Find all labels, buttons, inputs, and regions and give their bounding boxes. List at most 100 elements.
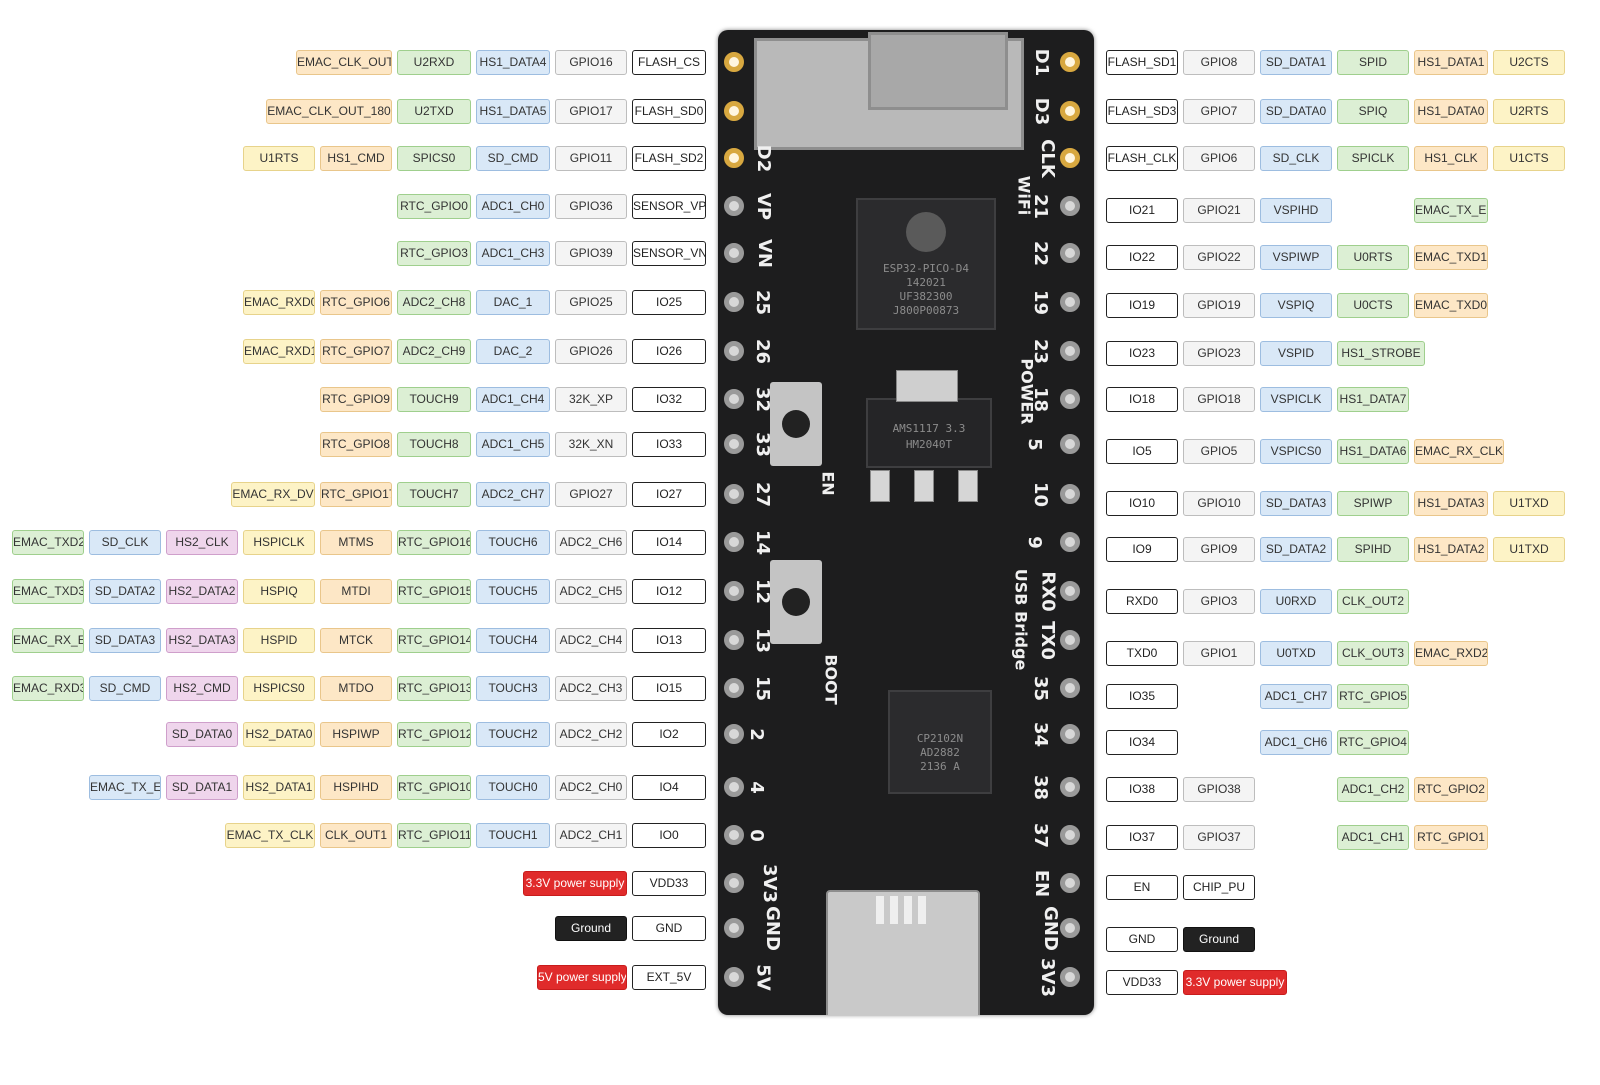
pin-function-label: TOUCH3 bbox=[476, 676, 550, 701]
silk-pin-label: 37 bbox=[1030, 822, 1052, 849]
pin-function-label: ADC2_CH9 bbox=[397, 339, 471, 364]
silk-pin-label: 9 bbox=[1023, 536, 1045, 549]
pin-function-label: SENSOR_VP bbox=[632, 194, 706, 219]
pin-function-label: MTCK bbox=[320, 628, 392, 653]
voltage-regulator: AMS1117 3.3 HM2040T bbox=[866, 398, 992, 468]
usb-bridge-chip: CP2102N AD2882 2136 A bbox=[888, 690, 992, 794]
capacitor bbox=[958, 470, 978, 502]
pin-function-label: IO21 bbox=[1106, 198, 1178, 223]
pin-function-label: FLASH_SD2 bbox=[632, 146, 706, 171]
usb-connector[interactable] bbox=[826, 890, 980, 1015]
header-pin-hole bbox=[724, 873, 744, 893]
pin-function-label: SENSOR_VN bbox=[632, 241, 706, 266]
pin-function-label: GPIO38 bbox=[1183, 777, 1255, 802]
pin-function-label: TOUCH0 bbox=[476, 775, 550, 800]
pin-function-label: GPIO5 bbox=[1183, 439, 1255, 464]
header-pin-hole bbox=[724, 341, 744, 361]
pin-function-label: SPIHD bbox=[1337, 537, 1409, 562]
pin-function-label: SD_DATA0 bbox=[166, 722, 238, 747]
pin-function-label: GPIO17 bbox=[555, 99, 627, 124]
pin-function-label: EMAC_RXD2 bbox=[1414, 641, 1488, 666]
pin-function-label: ADC1_CH2 bbox=[1337, 777, 1409, 802]
pin-function-label: HSPIWP bbox=[320, 722, 392, 747]
pin-function-label: GPIO11 bbox=[555, 146, 627, 171]
silk-pin-label: D1 bbox=[1031, 48, 1053, 77]
pin-function-label: 32K_XN bbox=[555, 432, 627, 457]
pin-function-label: ADC1_CH3 bbox=[476, 241, 550, 266]
header-pin-hole bbox=[724, 148, 744, 168]
bridge-line-2: AD2882 bbox=[920, 746, 960, 759]
pin-function-label: GPIO9 bbox=[1183, 537, 1255, 562]
pin-function-label: HSPICS0 bbox=[243, 676, 315, 701]
pin-function-label: RTC_GPIO16 bbox=[397, 530, 471, 555]
pin-function-label: RTC_GPIO14 bbox=[397, 628, 471, 653]
pin-function-label: TOUCH2 bbox=[476, 722, 550, 747]
pin-function-label: HSPICLK bbox=[243, 530, 315, 555]
silk-pin-label: 22 bbox=[1030, 240, 1052, 267]
silk-en: EN bbox=[818, 471, 838, 496]
silk-pin-label: TX0 bbox=[1036, 621, 1058, 660]
header-pin-hole bbox=[1060, 243, 1080, 263]
pin-function-label: SPIQ bbox=[1337, 99, 1409, 124]
chip-line-4: J800P00873 bbox=[892, 304, 960, 317]
header-pin-hole bbox=[724, 484, 744, 504]
pin-function-label: HS1_DATA0 bbox=[1414, 99, 1488, 124]
pin-function-label: FLASH_SD0 bbox=[632, 99, 706, 124]
header-pin-hole bbox=[724, 292, 744, 312]
silk-pin-label: GND bbox=[761, 906, 783, 951]
header-pin-hole bbox=[1060, 292, 1080, 312]
pin-function-label: EMAC_TX_ER bbox=[89, 775, 161, 800]
silk-pin-label: 13 bbox=[752, 627, 774, 654]
silk-pin-label: 38 bbox=[1030, 774, 1052, 801]
header-pin-hole bbox=[724, 777, 744, 797]
pin-function-label: VDD33 bbox=[632, 871, 706, 896]
bridge-line-3: 2136 A bbox=[920, 760, 960, 773]
pin-function-label: EMAC_TX_EN bbox=[1414, 198, 1488, 223]
pin-function-label: RTC_GPIO12 bbox=[397, 722, 471, 747]
boot-button[interactable] bbox=[770, 560, 822, 644]
pin-function-label: IO27 bbox=[632, 482, 706, 507]
header-pin-hole bbox=[1060, 967, 1080, 987]
silk-pin-label: 19 bbox=[1030, 289, 1052, 316]
pin-function-label: GPIO36 bbox=[555, 194, 627, 219]
pin-function-label: SD_DATA0 bbox=[1260, 99, 1332, 124]
pin-function-label: RTC_GPIO5 bbox=[1337, 684, 1409, 709]
pin-function-label: SD_CLK bbox=[89, 530, 161, 555]
pin-function-label: VSPIHD bbox=[1260, 198, 1332, 223]
pin-function-label: HS2_DATA0 bbox=[243, 722, 315, 747]
header-pin-hole bbox=[724, 630, 744, 650]
pin-function-label: 3.3V power supply bbox=[523, 871, 627, 896]
pin-function-label: MTDO bbox=[320, 676, 392, 701]
pin-function-label: Ground bbox=[555, 916, 627, 941]
pin-function-label: GPIO23 bbox=[1183, 341, 1255, 366]
silk-usb-bridge: USB Bridge bbox=[1011, 568, 1031, 671]
header-pin-hole bbox=[1060, 873, 1080, 893]
pin-function-label: RTC_GPIO15 bbox=[397, 579, 471, 604]
en-button[interactable] bbox=[770, 382, 822, 466]
capacitor bbox=[870, 470, 890, 502]
header-pin-hole bbox=[1060, 148, 1080, 168]
pin-function-label: SD_DATA1 bbox=[1260, 50, 1332, 75]
pin-function-label: IO32 bbox=[632, 387, 706, 412]
pin-function-label: EMAC_RX_CLK bbox=[1414, 439, 1504, 464]
pin-function-label: ADC2_CH7 bbox=[476, 482, 550, 507]
pin-function-label: VSPIQ bbox=[1260, 293, 1332, 318]
silk-pin-label: D2 bbox=[753, 144, 775, 173]
pin-function-label: CLK_OUT1 bbox=[320, 823, 392, 848]
silk-pin-label: 33 bbox=[752, 431, 774, 458]
header-pin-hole bbox=[724, 101, 744, 121]
pin-function-label: GPIO1 bbox=[1183, 641, 1255, 666]
pin-function-label: HS1_DATA3 bbox=[1414, 491, 1488, 516]
header-pin-hole bbox=[724, 532, 744, 552]
silk-pin-label: 3V3 bbox=[758, 864, 780, 903]
pin-function-label: EMAC_RX_DV bbox=[231, 482, 315, 507]
pin-function-label: HS1_CMD bbox=[320, 146, 392, 171]
header-pin-hole bbox=[724, 724, 744, 744]
silk-pin-label: EN bbox=[1031, 869, 1053, 898]
pin-function-label: RTC_GPIO13 bbox=[397, 676, 471, 701]
pin-function-label: GND bbox=[1106, 927, 1178, 952]
pin-function-label: RTC_GPIO10 bbox=[397, 775, 471, 800]
header-pin-hole bbox=[1060, 341, 1080, 361]
header-pin-hole bbox=[1060, 918, 1080, 938]
pin-function-label: GPIO27 bbox=[555, 482, 627, 507]
